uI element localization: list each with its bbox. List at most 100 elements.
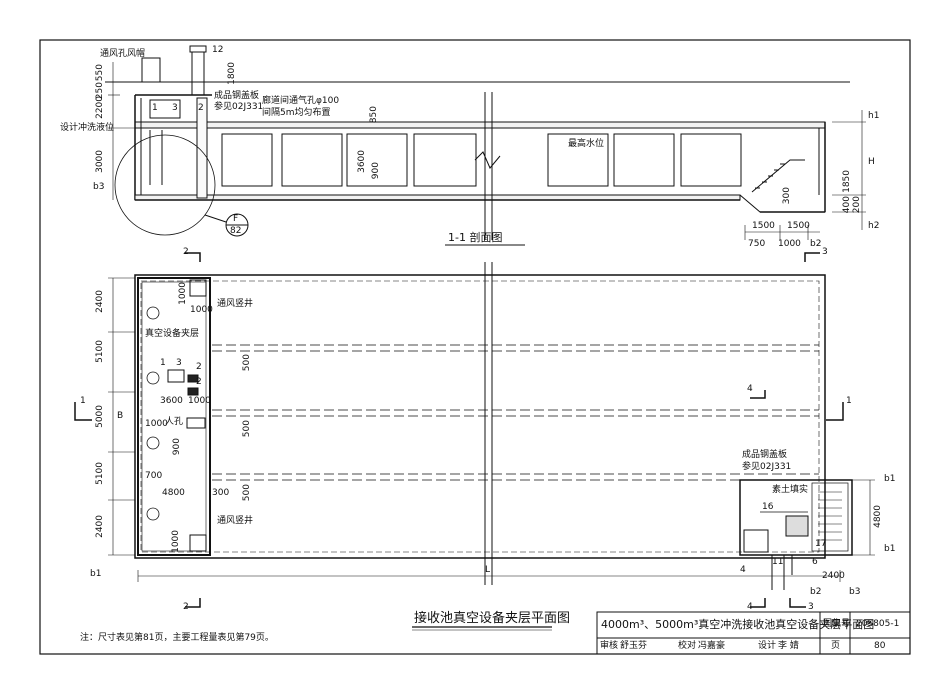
vent-shaft-bottom-label: 通风竖井 [217,516,254,526]
vent-cap-label: 通风孔风帽 [100,49,146,59]
cut-1-right [826,402,844,421]
title-block-lines [596,611,911,655]
max-water-label: 最高水位 [568,139,605,149]
dim-900-plan: 900 [172,438,182,456]
check-label: 校对 [678,641,697,651]
plan-item-3: 3 [176,358,182,368]
right-item-4: 4 [740,565,746,575]
mezz-box [137,277,211,556]
stairwell [811,482,849,552]
backfill-label: 素土填实 [772,485,809,495]
drawing-border [39,39,911,655]
dim-1800: 1800 [227,62,237,85]
detail-circle [114,134,216,236]
dim-1000-bottom: 1000 [171,530,181,553]
backfill-area [785,515,809,537]
panel [346,133,408,187]
section-item-1: 1 [152,103,158,113]
dim-300: 300 [782,187,792,205]
reviewer-name: 舒玉芬 [620,641,648,651]
cut-3-bottom-label: 3 [808,602,814,612]
section-view [105,45,866,262]
dim-1000: 1000 [778,239,801,249]
atlas-number: 20S805-1 [856,619,900,629]
right-item-16: 16 [762,502,774,512]
ladder [196,97,208,199]
panel [413,133,477,187]
dim-b1-left: b1 [90,569,102,579]
dim-1000-right: 1000 [188,396,211,406]
flush-level-label: 设计冲洗液位 [60,123,115,133]
right-item-11: 11 [772,557,784,567]
dim-250: 250 [95,82,105,100]
dim-4800-plan: 4800 [162,488,185,498]
break-zig [474,151,501,169]
atlas-label: 图集号 [823,619,851,629]
dim-2400-top: 2400 [95,290,105,313]
dim-b3: b3 [93,182,105,192]
cut-1-right-label: 1 [846,396,852,406]
dim-B: B [117,411,124,421]
vent-shaft-top [189,279,207,297]
panel [680,133,742,187]
dim-5100-a: 5100 [95,340,105,363]
dim-b2: b2 [810,239,822,249]
plan-steel-cover-ref: 参见02J331 [742,462,792,472]
panel [547,133,609,187]
dim-2400-right: 2400 [822,571,845,581]
dim-2200: 2200 [95,96,105,119]
plan-steel-cover-label: 成品钢盖板 [742,450,788,460]
dim-H: H [868,157,875,167]
page-number: 80 [874,641,886,651]
section-item-2: 2 [198,103,204,113]
dim-h2: h2 [868,221,880,231]
dim-300-plan: 300 [212,488,230,498]
cut-3-top-label: 3 [822,247,828,257]
checker-name: 冯嘉豪 [698,641,726,651]
cut-1-left [74,402,92,421]
dim-3600: 3600 [357,150,367,173]
right-item-6: 6 [812,557,818,567]
design-label: 设计 [758,641,777,651]
designer-name: 李 婧 [778,641,799,651]
section-steel-cover-label: 成品钢盖板 [214,91,260,101]
dim-900: 900 [371,162,381,180]
section-steel-cover-ref: 参见02J331 [214,102,264,112]
detail-ref-bottom: 82 [230,226,242,236]
cut-2-bottom-label: 2 [183,602,189,612]
dim-1500-b: 1500 [787,221,810,231]
cut-4-bottom-label: 4 [747,602,753,612]
plan-view [74,262,875,631]
dim-500-b: 500 [242,420,252,438]
dim-5100-b: 5100 [95,462,105,485]
dim-850: 850 [369,106,379,124]
dim-500-a: 500 [242,354,252,372]
cut-2-bottom [185,598,201,608]
dim-400: 400 [842,196,852,214]
fans [146,306,160,521]
page-label: 页 [831,641,841,651]
cut-2-top-label: 2 [183,247,189,257]
dim-1000-top: 1000 [178,282,188,305]
detail-ref-top: F [233,214,239,224]
section-item-3: 3 [172,103,178,113]
title-block-title: 4000m³、5000m³真空冲洗接收池真空设备夹层平面图 [601,618,875,631]
dim-b2-plan: b2 [810,587,822,597]
plan-inner-dashed [140,280,820,553]
dim-1000-vent: 1000 [190,305,213,315]
sump-box [743,529,769,553]
corridor-vent-spacing: 间隔5m均匀布置 [262,108,331,118]
plan-item-2a: 2 [196,362,202,372]
review-label: 审核 [600,641,619,651]
plan-item-1: 1 [160,358,166,368]
dim-200: 200 [852,196,862,214]
right-item-17: 17 [815,539,827,549]
dim-750: 750 [748,239,766,249]
manhole-label: 人孔 [165,417,184,427]
section-title: 1-1 剖面图 [448,231,503,244]
dim-700: 700 [145,471,163,481]
baffles [212,344,819,481]
break-line [484,92,493,240]
cut-3-top [804,252,820,262]
